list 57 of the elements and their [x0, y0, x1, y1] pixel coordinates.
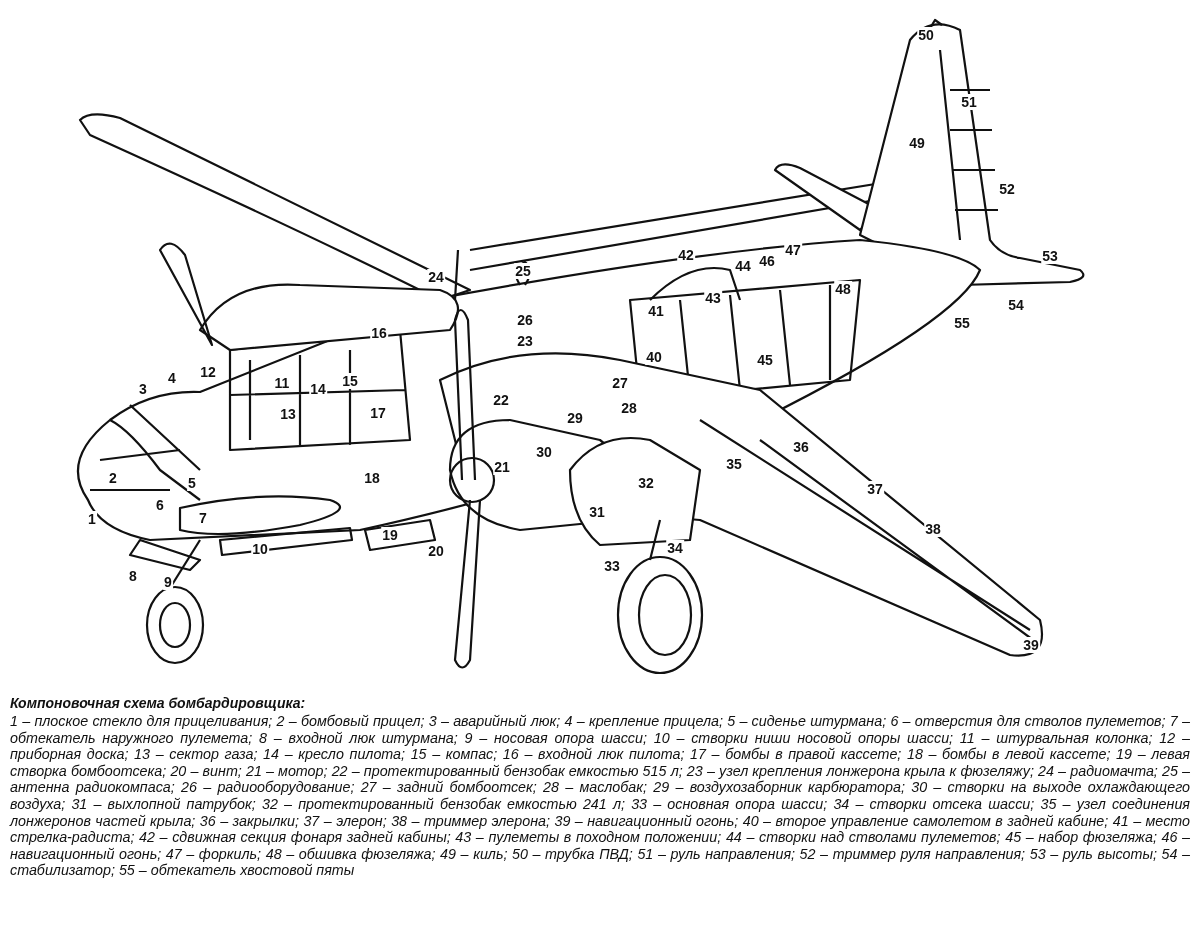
callout-number: 42 [677, 247, 695, 263]
callout-number: 1 [87, 511, 97, 527]
callout-number: 34 [666, 540, 684, 556]
callout-number: 14 [309, 381, 327, 397]
callout-number: 17 [369, 405, 387, 421]
callout-number: 41 [647, 303, 665, 319]
callout-number: 49 [908, 135, 926, 151]
callout-number: 6 [155, 497, 165, 513]
callout-number: 38 [924, 521, 942, 537]
caption-text: 1 – плоское стекло для прицеливания; 2 – бомбовый прицел; 3 – аварийный люк; 4 – крепление прицела; 5 – сиденье штурмана; 6 – отверстия для стволов пулеметов; 7 – обтекатель наружного пулемета; 8 – входной люк штурмана; 9 – носовая опора шасси; 10 – створки ниши носовой опоры шасси; 11 – штурвальная колонка; 12 – приборная доска; 13 – сектор газа; 14 – кресло пилота; 15 – компас; 16 – входной люк пилота; 17 – бомбы в правой кассете; 18 – бомбы в левой кассете; 19 – левая створка бомбоотсека; 20 – винт; 21 – мотор; 22 – протектированный бензобак емкостью 515 л; 23 – узел крепления лонжерона крыла к фюзеляжу; 24 – радиомачта; 25 – антенна радиокомпаса; 26 – радиооборудование; 27 – задний бомбоотсек; 28 – маслобак; 29 – воздухозаборник карбюратора; 30 – створки на выходе охлаждающего воздуха; 31 – выхлопной патрубок; 32 – протектированный бензобак емкостью 241 л; 33 – основная опора шасси; 34 – створки отсека шасси; 35 – узел соединения лонжеронов частей крыла; 36 – закрылки; 37 – элерон; 38 – триммер элерона; 39 – навигационный огонь; 40 – второе управление самолетом в задней кабине; 41 – место стрелка-радиста; 42 – сдвижная секция фонаря задней кабины; 43 – пулеметы в походном положении; 44 – створки над стволами пулеметов; 45 – набор фюзеляжа; 46 – навигационный огонь; 47 – форкиль; 48 – обшивка фюзеляжа; 49 – киль; 50 – трубка ПВД; 51 – руль направления; 52 – триммер руля направления; 53 – руль высоты; 54 – стабилизатор; 55 – обтекатель хвостовой пяты [10, 713, 1190, 879]
callout-number: 29 [566, 410, 584, 426]
callout-number: 19 [381, 527, 399, 543]
callout-number: 47 [784, 242, 802, 258]
callout-number: 5 [187, 475, 197, 491]
callout-number: 25 [514, 263, 532, 279]
callout-number: 35 [725, 456, 743, 472]
callout-number: 23 [516, 333, 534, 349]
callout-number: 13 [279, 406, 297, 422]
callout-number: 30 [535, 444, 553, 460]
callout-number: 15 [341, 373, 359, 389]
callout-number: 37 [866, 481, 884, 497]
callout-number: 4 [167, 370, 177, 386]
callout-number: 11 [273, 375, 291, 391]
callout-number: 33 [603, 558, 621, 574]
callout-number: 40 [645, 349, 663, 365]
callout-number: 3 [138, 381, 148, 397]
callout-number: 16 [370, 325, 388, 341]
callout-number: 43 [704, 290, 722, 306]
callout-number: 28 [620, 400, 638, 416]
callout-number: 51 [960, 94, 978, 110]
callout-number: 45 [756, 352, 774, 368]
callout-number: 21 [493, 459, 511, 475]
callout-number: 36 [792, 439, 810, 455]
callout-number: 18 [363, 470, 381, 486]
callout-number: 2 [108, 470, 118, 486]
callout-number: 39 [1022, 637, 1040, 653]
callout-number: 8 [128, 568, 138, 584]
callout-number: 46 [758, 253, 776, 269]
callout-number: 54 [1007, 297, 1025, 313]
callout-number: 50 [917, 27, 935, 43]
callout-number: 27 [611, 375, 629, 391]
callout-number: 20 [427, 543, 445, 559]
callout-number: 22 [492, 392, 510, 408]
callout-number: 55 [953, 315, 971, 331]
callout-number: 12 [199, 364, 217, 380]
callout-number: 52 [998, 181, 1016, 197]
callout-number: 44 [734, 258, 752, 274]
callout-number: 53 [1041, 248, 1059, 264]
callout-number: 7 [198, 510, 208, 526]
diagram-title: Компоновочная схема бомбардировщика: [10, 695, 306, 711]
callout-number: 26 [516, 312, 534, 328]
callout-number: 31 [588, 504, 606, 520]
callout-number: 9 [163, 574, 173, 590]
callout-number: 48 [834, 281, 852, 297]
callout-number: 24 [427, 269, 445, 285]
callout-number: 32 [637, 475, 655, 491]
callout-number: 10 [251, 541, 269, 557]
